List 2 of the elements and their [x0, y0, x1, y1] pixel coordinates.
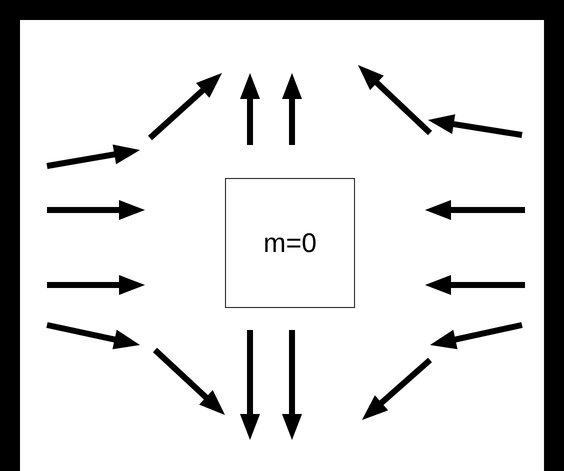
- square-box: [225, 178, 355, 308]
- node-label: m=0: [263, 228, 317, 258]
